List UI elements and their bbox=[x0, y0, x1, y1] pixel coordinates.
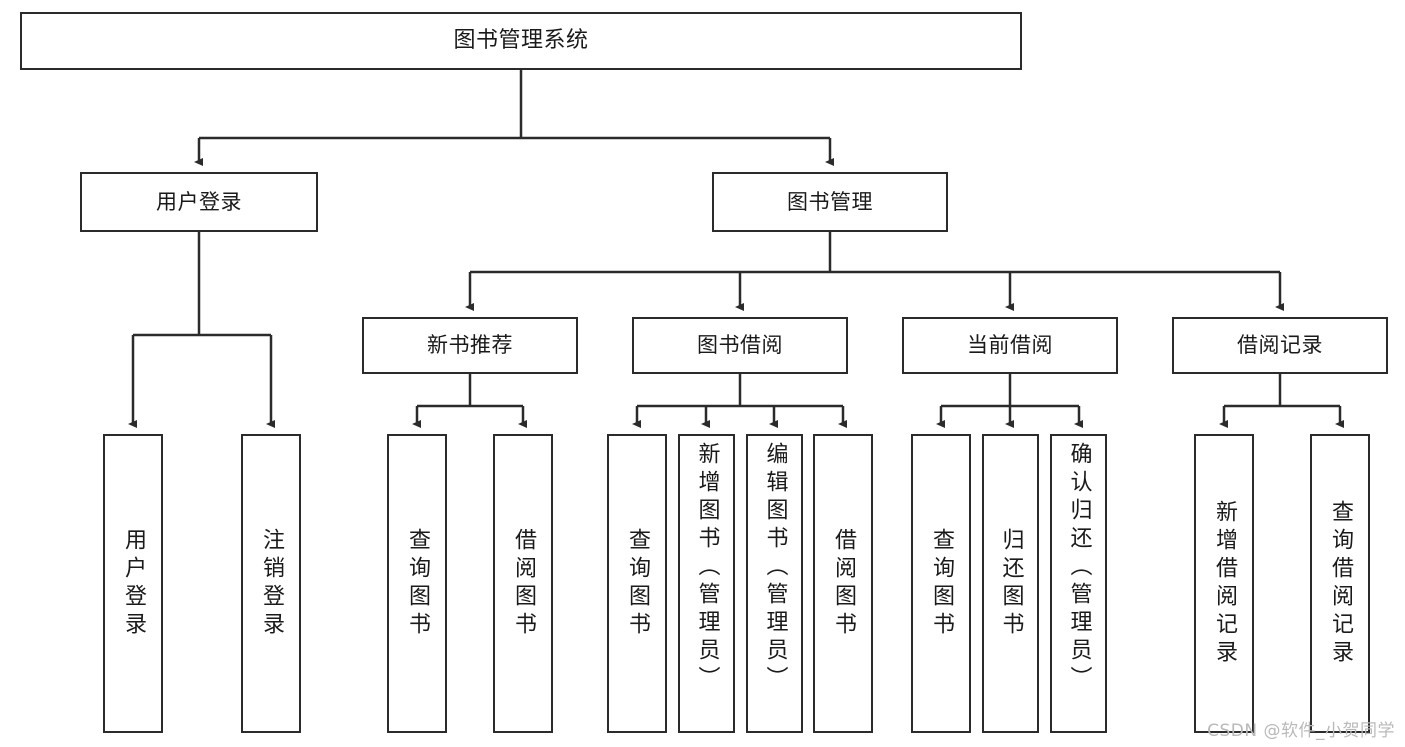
leaf-record-add-record[interactable]: 新增借阅记录 bbox=[1194, 434, 1254, 733]
leaf-borrow-query-book[interactable]: 查询图书 bbox=[607, 434, 667, 733]
node-label: 借阅图书 bbox=[511, 527, 536, 640]
node-label: 借阅图书 bbox=[831, 527, 856, 640]
node-book-management[interactable]: 图书管理 bbox=[712, 172, 948, 232]
leaf-recommend-query-book[interactable]: 查询图书 bbox=[387, 434, 447, 733]
node-label: 新书推荐 bbox=[427, 333, 513, 357]
node-label: 查询借阅记录 bbox=[1328, 499, 1353, 668]
node-label: 用户登录 bbox=[156, 189, 242, 214]
node-label: 图书管理系统 bbox=[453, 28, 589, 53]
node-new-book-recommend[interactable]: 新书推荐 bbox=[362, 317, 578, 374]
node-label: 编辑图书（管理员） bbox=[762, 442, 788, 694]
leaf-borrow-borrow-book[interactable]: 借阅图书 bbox=[813, 434, 873, 733]
node-current-borrow[interactable]: 当前借阅 bbox=[902, 317, 1118, 374]
node-label: 查询图书 bbox=[625, 527, 650, 640]
node-label: 查询图书 bbox=[405, 527, 430, 640]
node-label: 图书借阅 bbox=[697, 333, 783, 357]
node-label: 图书管理 bbox=[787, 189, 873, 214]
leaf-current-return-book[interactable]: 归还图书 bbox=[982, 434, 1039, 733]
node-borrow-record[interactable]: 借阅记录 bbox=[1172, 317, 1388, 374]
node-label: 新增借阅记录 bbox=[1212, 499, 1237, 668]
leaf-recommend-borrow-book[interactable]: 借阅图书 bbox=[493, 434, 553, 733]
leaf-user-login-logout[interactable]: 注销登录 bbox=[241, 434, 301, 733]
watermark: CSDN @软件_小贺同学 bbox=[1207, 721, 1395, 741]
leaf-current-confirm-return-admin[interactable]: 确认归还（管理员） bbox=[1050, 434, 1107, 733]
leaf-user-login-login[interactable]: 用户登录 bbox=[103, 434, 163, 733]
node-user-login[interactable]: 用户登录 bbox=[80, 172, 318, 232]
node-label: 用户登录 bbox=[121, 527, 146, 640]
leaf-current-query-book[interactable]: 查询图书 bbox=[911, 434, 971, 733]
node-label: 注销登录 bbox=[259, 527, 284, 640]
node-book-borrow[interactable]: 图书借阅 bbox=[632, 317, 848, 374]
node-root-system[interactable]: 图书管理系统 bbox=[20, 12, 1022, 70]
node-label: 新增图书（管理员） bbox=[694, 442, 720, 694]
leaf-borrow-add-book-admin[interactable]: 新增图书（管理员） bbox=[678, 434, 735, 733]
node-label: 当前借阅 bbox=[967, 333, 1053, 357]
node-label: 借阅记录 bbox=[1237, 333, 1323, 357]
leaf-borrow-edit-book-admin[interactable]: 编辑图书（管理员） bbox=[746, 434, 803, 733]
node-label: 查询图书 bbox=[929, 527, 954, 640]
node-label: 确认归还（管理员） bbox=[1066, 442, 1092, 694]
node-label: 归还图书 bbox=[998, 527, 1024, 640]
leaf-record-query-record[interactable]: 查询借阅记录 bbox=[1310, 434, 1370, 733]
